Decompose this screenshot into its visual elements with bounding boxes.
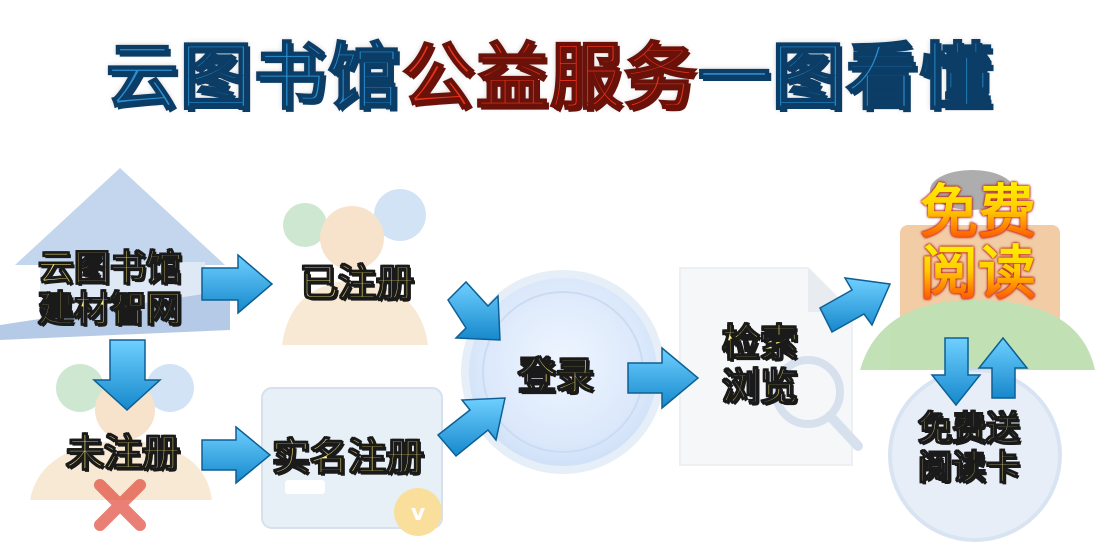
real-name-label: 实名注册 [271,435,425,480]
source-label-line2: 建材智网 [37,289,183,331]
arrow-unregistered-to-realname [201,425,272,485]
reading-card-illustration [888,368,1062,542]
cross-icon [94,479,146,531]
svg-text:v: v [411,501,426,526]
unregistered-label: 未注册 [65,431,181,476]
search-label-line1: 检索 [721,321,799,366]
login-label: 登录 [517,354,595,399]
registered-person-illustration [282,189,428,345]
free-read-label: 免费 阅读 [918,182,1038,304]
arrow-card-up-to-free-read [977,336,1029,399]
registered-label: 已注册 [299,261,415,306]
free-read-line2: 阅读 [919,238,1036,307]
arrow-realname-to-login [436,397,506,458]
source-label-line1: 云图书馆 [37,247,183,289]
arrow-source-to-unregistered [92,339,162,412]
source-label: 云图书馆 建材智网 [37,247,183,331]
reading-card-line1: 免费送 [917,409,1020,449]
arrow-registered-to-login [447,280,501,341]
title-part-2: 公益服务 [401,34,698,120]
page-title: 云图书馆公益服务一图看懂 [0,18,1100,123]
search-label-line2: 浏览 [721,364,799,409]
title-part-1: 云图书馆 [105,34,402,120]
document-illustration [679,267,863,466]
arrow-source-to-registered [201,253,274,315]
title-part-3: 一图看懂 [697,34,995,120]
arrow-login-to-search [627,346,700,410]
id-card-illustration: v [261,387,443,536]
search-label: 检索 浏览 [721,321,799,409]
free-read-line1: 免费 [919,178,1036,246]
reading-card-line2: 阅读卡 [917,448,1020,489]
reader-illustration [860,170,1095,370]
house-illustration [0,168,230,340]
reading-card-label: 免费送 阅读卡 [917,409,1020,489]
arrow-free-read-down-to-card [930,337,982,407]
arrow-search-to-free-read [819,277,892,334]
